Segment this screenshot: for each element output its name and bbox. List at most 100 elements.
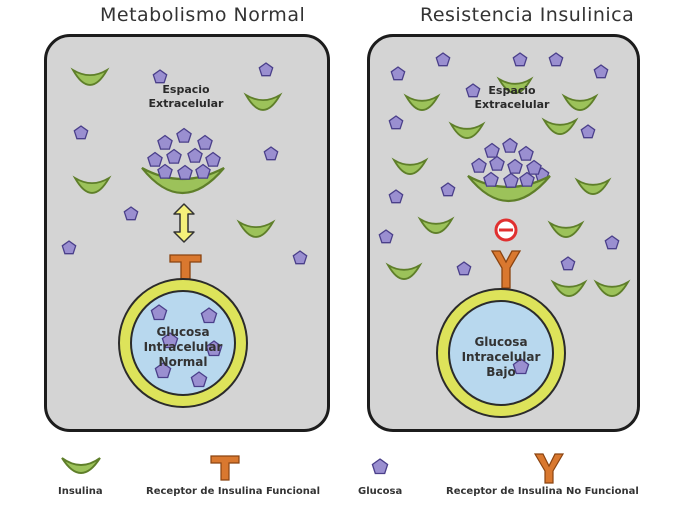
- glucose-pentagon-icon: [580, 124, 596, 139]
- insulin-cup-icon: [70, 67, 110, 86]
- glucose-pentagon-icon: [512, 358, 530, 375]
- glucose-pentagon-icon: [205, 340, 223, 357]
- scatter-left-group: [61, 62, 308, 265]
- legend-insulin-label: Insulina: [58, 486, 103, 497]
- glucose-pentagon-icon: [465, 83, 481, 98]
- extracellular-label-right-line1: Espacio: [488, 84, 536, 97]
- glucose-pentagon-icon: [502, 137, 518, 153]
- cell-label-right-line1: Glucosa: [474, 335, 528, 349]
- glucose-pentagon-icon: [604, 235, 620, 250]
- glucose-pentagon-icon: [61, 240, 77, 255]
- extracellular-label-right-line2: Extracelular: [474, 98, 550, 111]
- insulin-cup-icon: [593, 279, 631, 297]
- glucose-pentagon-icon: [152, 69, 168, 84]
- glucose-pentagon-icon: [197, 134, 213, 150]
- cell-label-right-line2: Intracelular: [461, 350, 541, 364]
- glucose-pentagon-icon: [263, 146, 279, 161]
- non-functional-receptor-right: [490, 250, 522, 289]
- cell-right: [436, 288, 566, 418]
- glucose-pentagon-icon: [518, 145, 534, 161]
- title-normal-metabolism: Metabolismo Normal: [100, 4, 306, 26]
- legend-functional-receptor-icon: [210, 455, 240, 481]
- bound-glucose-left: [147, 127, 221, 180]
- glucose-pentagon-icon: [195, 163, 211, 179]
- glucose-pentagon-icon: [378, 229, 394, 244]
- insulin-cup-icon: [403, 93, 441, 111]
- extracellular-label-left: Espacio Extracelular: [146, 83, 226, 111]
- insulin-cup-icon: [72, 175, 112, 194]
- glucose-pentagon-icon: [292, 250, 308, 265]
- glucose-pentagon-icon: [205, 151, 221, 167]
- cell-label-right-line3: Bajo: [486, 365, 516, 379]
- insulin-cup-icon: [391, 157, 429, 175]
- legend-functional-receptor-label: Receptor de Insulina Funcional: [146, 486, 321, 497]
- glucose-pentagon-icon: [489, 155, 505, 171]
- glucose-pentagon-icon: [483, 171, 499, 187]
- double-arrow-icon: [173, 203, 195, 243]
- glucose-pentagon-icon: [258, 62, 274, 77]
- glucose-pentagon-icon: [503, 172, 519, 188]
- insulin-cup-icon: [550, 279, 588, 297]
- glucose-pentagon-icon: [177, 164, 193, 180]
- legend-glucose-pentagon-icon: [371, 458, 389, 475]
- legend-nonfunctional-receptor-icon: [533, 453, 565, 484]
- insulin-cup-icon: [448, 121, 486, 139]
- glucose-pentagon-icon: [154, 362, 172, 379]
- legend-glucose-icon: [371, 458, 389, 475]
- legend-glucose-label: Glucosa: [358, 486, 403, 497]
- glucose-pentagon-icon: [593, 64, 609, 79]
- glucose-pentagon-icon: [519, 171, 535, 187]
- glucose-pentagon-icon: [147, 151, 163, 167]
- insulin-cup-icon: [243, 92, 283, 111]
- glucose-pentagon-icon: [512, 52, 528, 67]
- insulin-cup-icon: [496, 76, 534, 94]
- glucose-pentagon-icon: [526, 159, 542, 175]
- insulin-cup-icon: [574, 177, 612, 195]
- insulin-cup-icon: [385, 262, 423, 280]
- glucose-pentagon-icon: [471, 157, 487, 173]
- glucose-pentagon-icon: [157, 163, 173, 179]
- glucose-pentagon-icon: [157, 134, 173, 150]
- insulin-cup-icon: [236, 219, 276, 238]
- cell-label-right: Glucosa Intracelular Bajo: [456, 335, 546, 380]
- cell-label-left: Glucosa Intracelular Normal: [138, 325, 228, 370]
- no-entry-icon: [494, 218, 518, 242]
- glucose-pentagon-icon: [73, 125, 89, 140]
- glucose-pentagon-icon: [484, 142, 500, 158]
- glucose-pentagon-icon: [187, 147, 203, 163]
- cell-label-left-line1: Glucosa: [156, 325, 210, 339]
- glucose-pentagon-icon: [456, 261, 472, 276]
- cell-label-left-line2: Intracelular: [143, 340, 223, 354]
- glucose-pentagon-icon: [440, 182, 456, 197]
- glucose-pentagon-icon: [176, 127, 192, 143]
- extracellular-label-left-line1: Espacio: [162, 83, 210, 96]
- legend-insulin-icon: [61, 457, 101, 474]
- glucose-pentagon-icon: [548, 52, 564, 67]
- glucose-pentagon-icon: [200, 307, 218, 324]
- cell-label-left-line3: Normal: [158, 355, 208, 369]
- glucose-pentagon-icon: [166, 148, 182, 164]
- title-insulin-resistance: Resistencia Insulinica: [420, 4, 635, 26]
- glucose-pentagon-icon: [435, 52, 451, 67]
- glucose-pentagon-icon: [390, 66, 406, 81]
- bound-glucose-right: [471, 137, 542, 188]
- glucose-pentagon-icon: [123, 206, 139, 221]
- insulin-cup-icon: [547, 220, 585, 238]
- glucose-pentagon-icon: [507, 158, 523, 174]
- scatter-right-group: [378, 52, 631, 297]
- glucose-pentagon-icon: [161, 332, 179, 349]
- intracellular-glucose-left: [150, 304, 223, 388]
- legend-nonfunctional-receptor-label: Receptor de Insulina No Funcional: [446, 486, 639, 497]
- glucose-pentagon-icon: [560, 256, 576, 271]
- extracellular-label-left-line2: Extracelular: [148, 97, 224, 110]
- glucose-pentagon-icon: [388, 115, 404, 130]
- glucose-pentagon-icon: [388, 189, 404, 204]
- glucose-pentagon-icon: [150, 304, 168, 321]
- insulin-cup-icon: [417, 216, 455, 234]
- intracellular-glucose-right: [512, 358, 530, 375]
- insulin-cup-icon: [561, 93, 599, 111]
- insulin-cup-icon: [541, 117, 579, 135]
- glucose-pentagon-icon: [190, 371, 208, 388]
- extracellular-label-right: Espacio Extracelular: [472, 84, 552, 112]
